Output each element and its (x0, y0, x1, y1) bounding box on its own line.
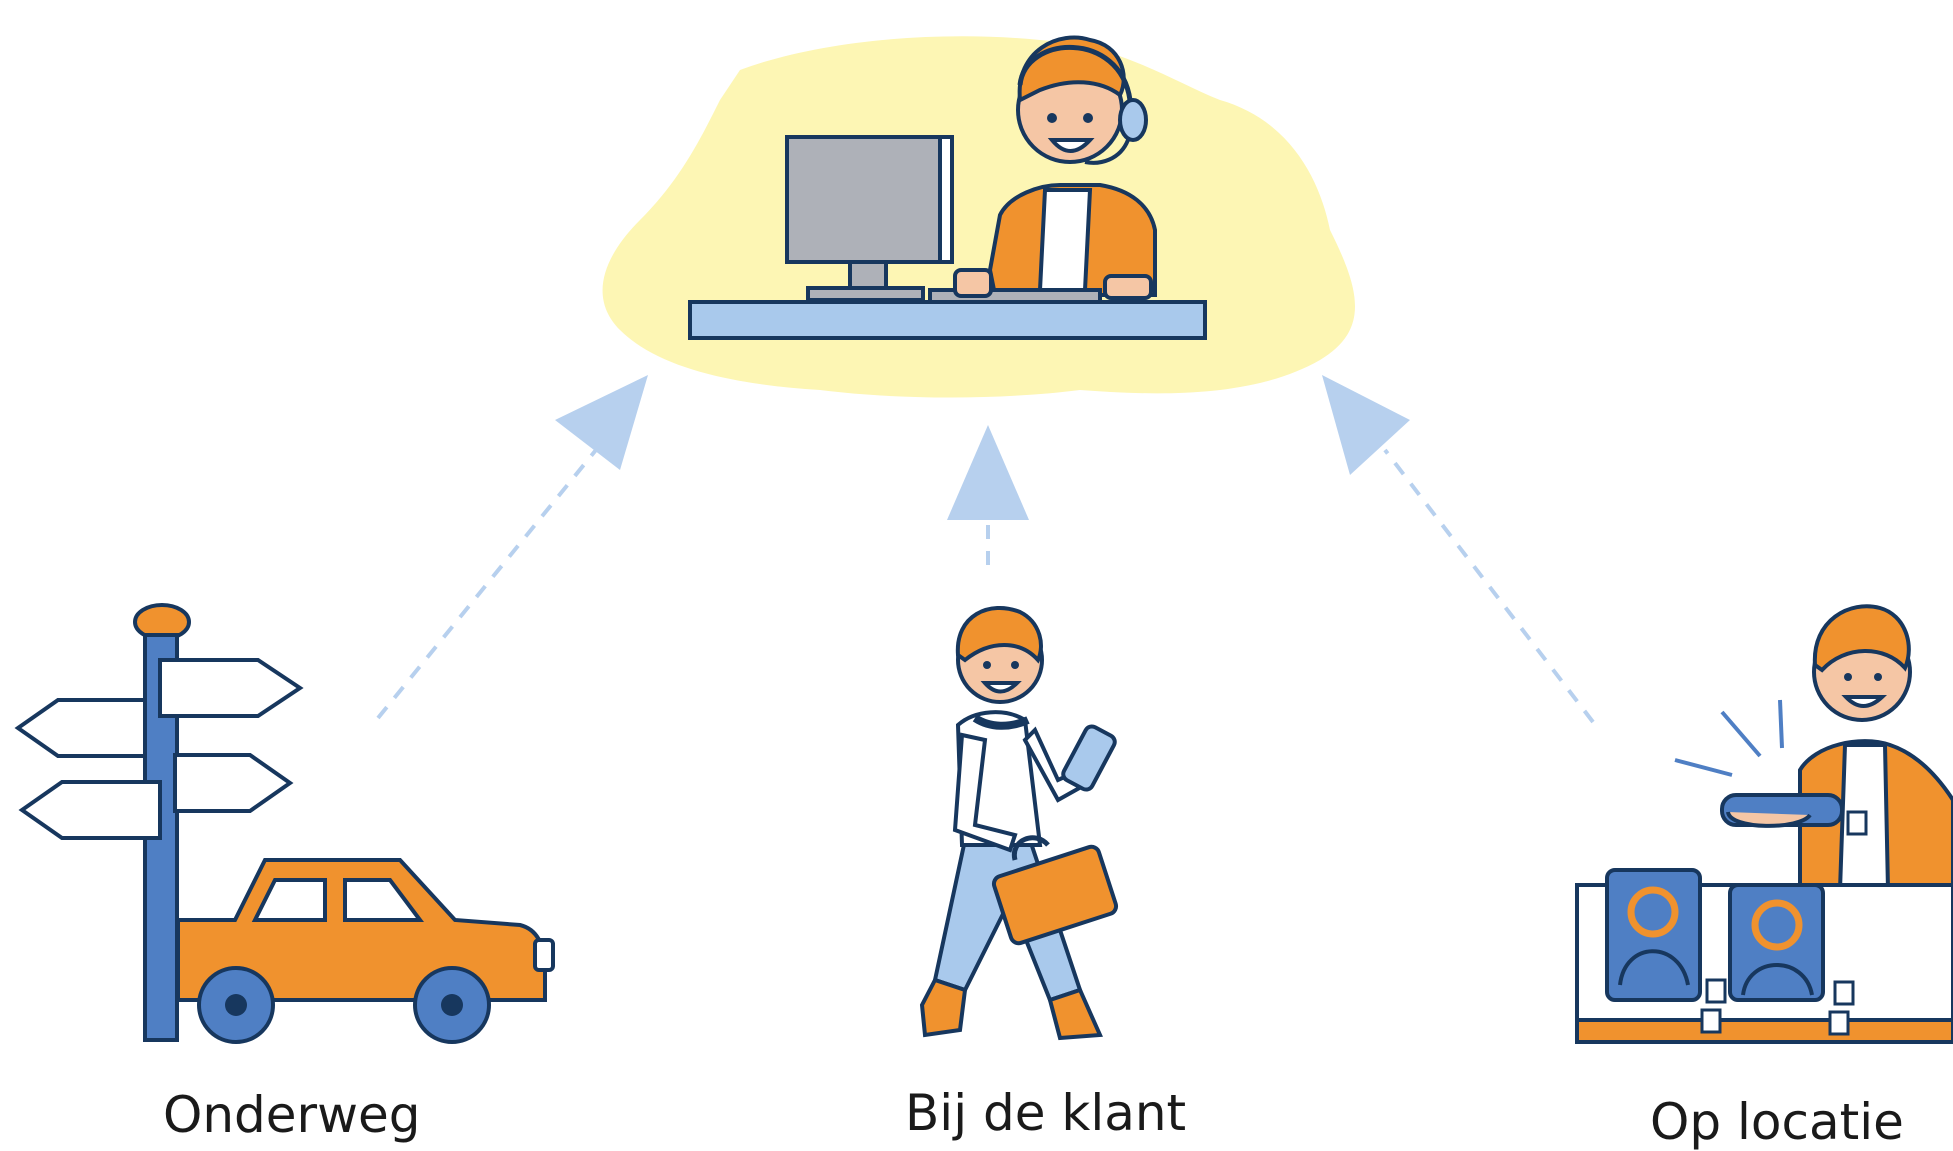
label-bij-de-klant: Bij de klant (905, 1084, 1187, 1142)
arrow-right (1322, 375, 1595, 724)
hard-drive-icon (1605, 868, 1855, 1036)
support-agent-icon (602, 35, 1355, 398)
car-icon (176, 858, 555, 1044)
arrow-left (376, 375, 648, 720)
label-onderweg: Onderweg (163, 1086, 421, 1144)
label-op-locatie: Op locatie (1650, 1093, 1904, 1151)
signpost-icon (14, 603, 304, 1042)
briefcase-icon (991, 835, 1119, 946)
cloud-shape (602, 36, 1355, 398)
arrow-center (947, 425, 1029, 565)
phone-icon (1061, 724, 1117, 792)
walking-person-icon (919, 606, 1103, 1041)
